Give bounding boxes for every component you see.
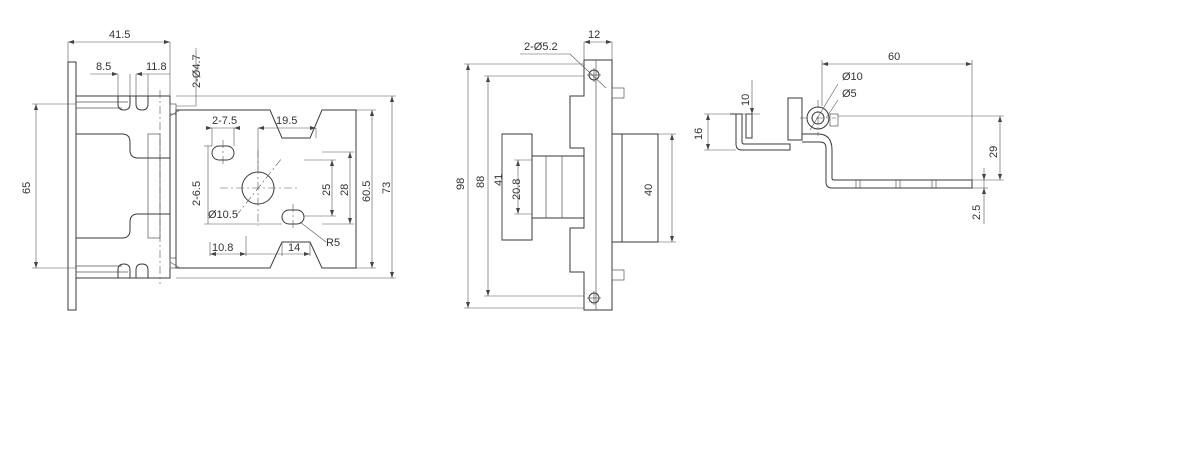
dim-73: 73 [381, 182, 393, 194]
top-bracket [730, 113, 791, 151]
dim-top-10: 10 [740, 94, 752, 106]
dim-slot-spacing: 8.5 [96, 61, 111, 73]
dim-height-65: 65 [21, 182, 33, 194]
dim-center-hole: Ø10.5 [208, 209, 238, 221]
dim-slots: 2-7.5 [212, 115, 237, 127]
dim-14: 14 [288, 242, 300, 254]
dim-side-41: 41 [493, 174, 505, 186]
dim-top-2-5: 2.5 [971, 205, 983, 220]
dim-slot-width: 11.8 [146, 61, 167, 73]
dim-side-12: 12 [588, 29, 600, 41]
dim-top-d5: Ø5 [842, 88, 857, 100]
dim-2-6-5: 2-6.5 [191, 181, 203, 206]
mounting-block [75, 95, 171, 279]
dim-side-40: 40 [643, 184, 655, 196]
top-view: 60 Ø10 Ø5 10 16 29 2.5 [693, 51, 1004, 224]
flange-plate [67, 61, 77, 311]
dim-top-29: 29 [988, 146, 1000, 158]
dim-r5: R5 [326, 237, 340, 249]
dim-width-total: 41.5 [109, 29, 130, 41]
dim-top-d10: Ø10 [842, 71, 863, 83]
front-view: 41.5 8.5 11.8 2-Ø4.7 65 2-7.5 [21, 29, 396, 311]
side-plate [569, 59, 613, 311]
dim-side-20-8: 20.8 [511, 179, 523, 200]
side-view: 2-Ø5.2 12 98 88 41 20.8 [455, 29, 676, 311]
dim-28: 28 [339, 184, 351, 196]
dim-mount-holes: 2-Ø4.7 [191, 54, 203, 88]
dim-25: 25 [321, 184, 333, 196]
dim-side-98: 98 [455, 178, 467, 190]
dim-side-88: 88 [475, 176, 487, 188]
dim-60-5: 60.5 [361, 181, 373, 202]
dim-19-5: 19.5 [276, 115, 297, 127]
dim-top-60: 60 [888, 51, 900, 63]
dim-side-holes: 2-Ø5.2 [524, 41, 558, 53]
dim-top-16: 16 [693, 128, 705, 140]
dim-10-8: 10.8 [212, 242, 233, 254]
